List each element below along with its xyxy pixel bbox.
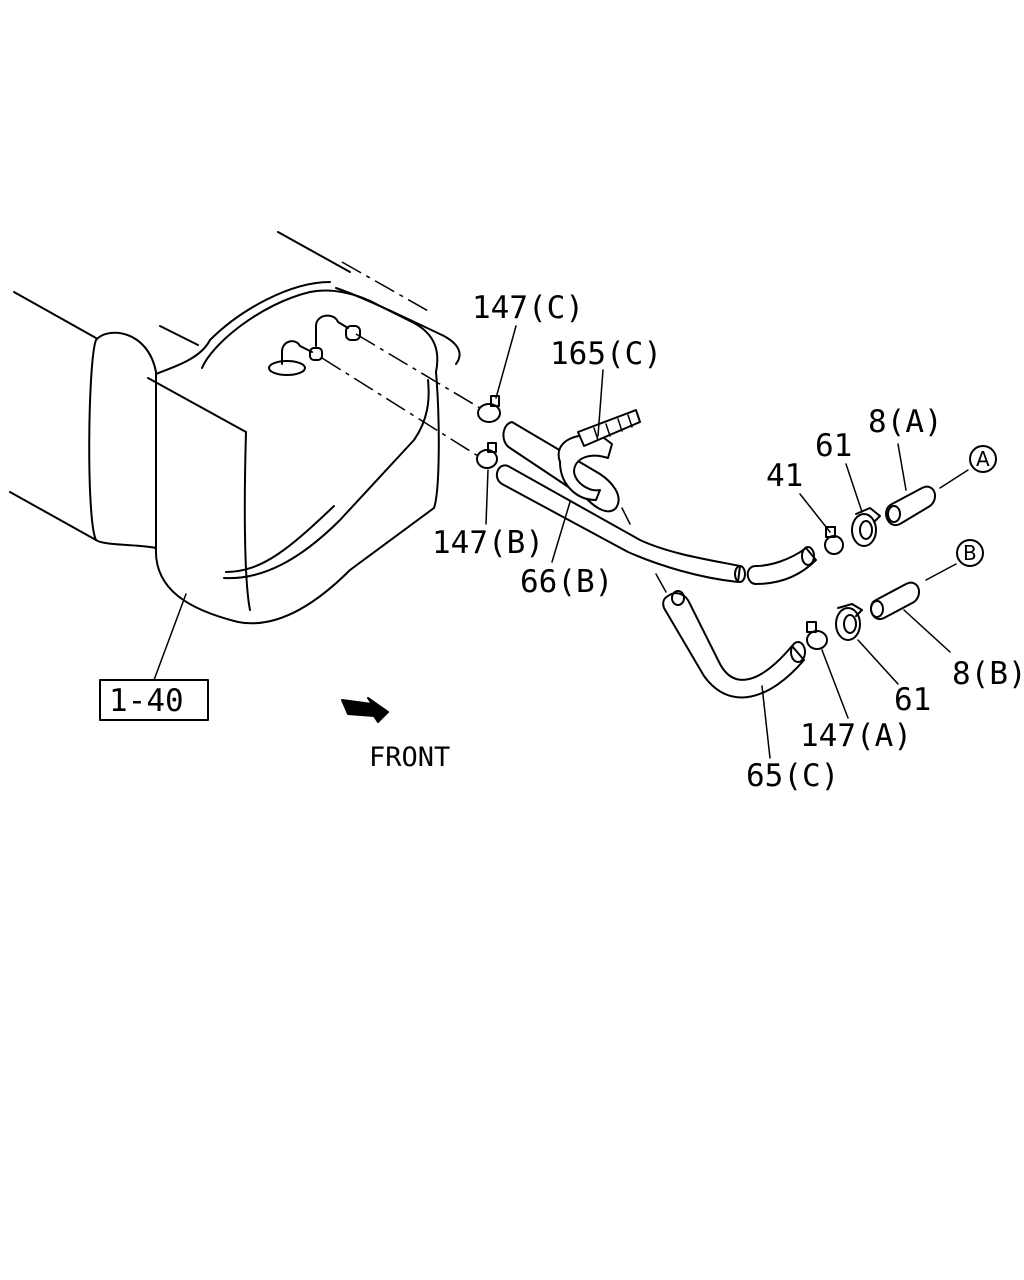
hose-clamp-61-lower[interactable] bbox=[835, 603, 863, 641]
label-61-lower: 61 bbox=[894, 682, 931, 718]
marker-a-circle bbox=[969, 445, 997, 473]
label-8a: 8(A) bbox=[868, 404, 943, 440]
cable-tie-165c[interactable] bbox=[557, 409, 641, 501]
hose-clip-147a[interactable] bbox=[806, 621, 828, 650]
label-8b: 8(B) bbox=[952, 656, 1024, 692]
connection-lines bbox=[321, 261, 667, 593]
hose-8a[interactable] bbox=[885, 485, 937, 527]
hose-elbow[interactable] bbox=[746, 546, 817, 585]
label-147b: 147(B) bbox=[432, 525, 544, 561]
label-165c: 165(C) bbox=[550, 336, 662, 372]
marker-b-circle bbox=[956, 539, 984, 567]
label-147c: 147(C) bbox=[472, 290, 584, 326]
front-arrow-icon bbox=[341, 697, 389, 723]
part-41[interactable] bbox=[824, 526, 844, 555]
ref-box-1-40 bbox=[99, 679, 209, 721]
label-41: 41 bbox=[766, 458, 803, 494]
label-65c: 65(C) bbox=[746, 758, 839, 794]
hose-clip-147c[interactable] bbox=[477, 395, 501, 423]
marker-a-label: A bbox=[976, 447, 990, 471]
label-66b: 66(B) bbox=[520, 564, 613, 600]
leader-lines bbox=[153, 325, 969, 759]
label-1-40: 1-40 bbox=[109, 683, 184, 719]
label-front: FRONT bbox=[369, 742, 450, 773]
hose-clip-147b[interactable] bbox=[476, 442, 498, 469]
hose-clamp-61-upper[interactable] bbox=[851, 507, 881, 547]
hose-65c[interactable] bbox=[662, 590, 806, 699]
hose-8b[interactable] bbox=[869, 581, 921, 621]
label-61-upper: 61 bbox=[815, 428, 852, 464]
label-147a: 147(A) bbox=[800, 718, 912, 754]
fuel-tank bbox=[9, 231, 461, 625]
marker-b-label: B bbox=[963, 541, 977, 565]
